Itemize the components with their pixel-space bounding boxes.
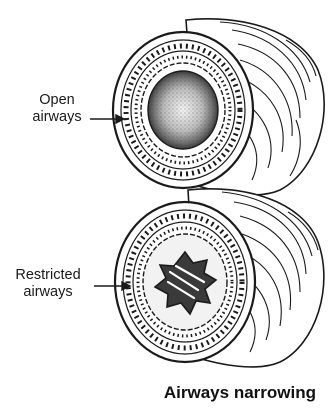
restricted-airway-tube bbox=[115, 189, 324, 367]
restricted-airways-label: Restricted airways bbox=[0, 267, 96, 301]
figure-caption: Airways narrowing bbox=[0, 383, 316, 403]
open-airway-tube bbox=[113, 19, 324, 195]
restricted-airways-label-line2: airways bbox=[0, 284, 96, 301]
open-airways-label-line1: Open bbox=[14, 92, 100, 109]
restricted-airways-label-line1: Restricted bbox=[0, 267, 96, 284]
open-airways-label-line2: airways bbox=[14, 109, 100, 126]
restricted-airway-pointer-arrow bbox=[94, 282, 130, 290]
open-airways-label: Open airways bbox=[14, 92, 100, 126]
